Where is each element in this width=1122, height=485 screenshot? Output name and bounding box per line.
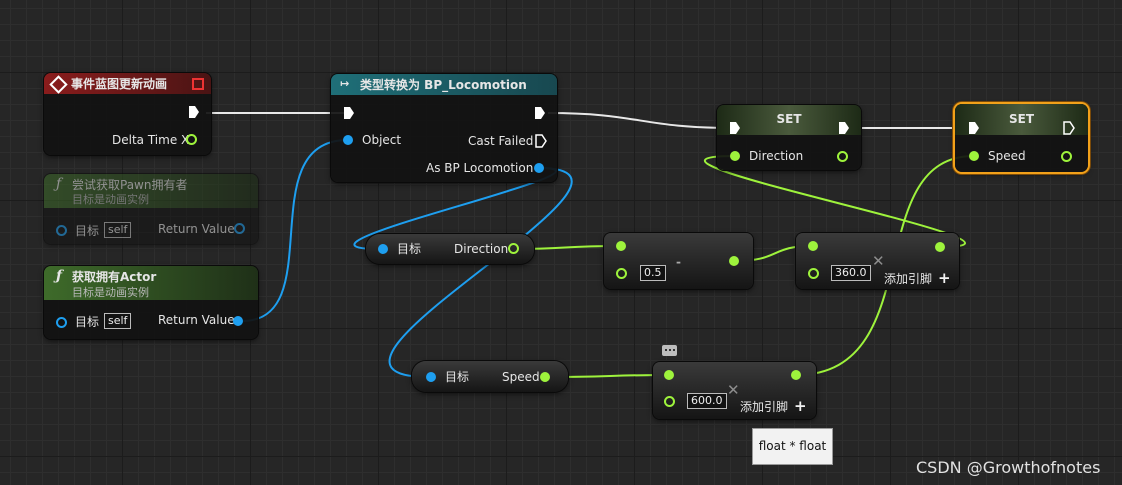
add-node[interactable]: 360.0 ✕ 添加引脚 +	[796, 233, 959, 289]
subtract-symbol: -	[676, 255, 681, 269]
event-blueprint-update-node[interactable]: 事件蓝图更新动画 Delta Time X	[44, 73, 211, 155]
set-direction-node[interactable]: SET Direction	[717, 105, 861, 170]
set-speed-exec-in[interactable]	[968, 121, 980, 135]
add-pin-plus-icon[interactable]: +	[938, 269, 951, 287]
get-actor-return-pin[interactable]	[233, 316, 243, 326]
set-direction-out-pin[interactable]	[837, 151, 848, 162]
exec-wire-cast-set	[547, 112, 735, 129]
set-speed-exec-out[interactable]	[1063, 121, 1075, 135]
get-speed-out-pin[interactable]	[540, 372, 550, 382]
cast-node-title: 类型转换为 BP_Locomotion	[360, 78, 527, 92]
add-out-pin[interactable]	[935, 242, 945, 252]
set-direction-in-pin[interactable]	[730, 151, 740, 161]
function-f-icon: ƒ	[56, 268, 63, 284]
event-close-icon	[192, 78, 204, 90]
subtract-in-a-pin[interactable]	[616, 241, 626, 251]
subtract-value-box[interactable]: 0.5	[640, 265, 666, 281]
get-actor-target-label: 目标	[75, 315, 100, 329]
set-speed-label: Speed	[988, 149, 1026, 163]
get-actor-self-box[interactable]: self	[104, 313, 132, 329]
get-actor-subtitle: 目标是动画实例	[72, 286, 149, 299]
diamond-event-icon	[49, 75, 68, 94]
set-direction-label: Direction	[749, 149, 804, 163]
get-direction-out-pin[interactable]	[508, 243, 519, 254]
get-actor-title: 获取拥有Actor	[72, 270, 157, 284]
get-direction-out-label: Direction	[454, 242, 509, 256]
object-wire-cast-speed	[388, 167, 573, 379]
cast-exec-in-pin[interactable]	[343, 106, 355, 120]
try-pawn-return-pin[interactable]	[234, 223, 245, 234]
tooltip: float * float	[752, 428, 833, 465]
set-direction-exec-out[interactable]	[838, 121, 850, 135]
cast-exec-out-pin[interactable]	[534, 106, 546, 120]
delta-time-label: Delta Time X	[112, 133, 190, 147]
get-speed-node[interactable]: 目标 Speed	[412, 361, 568, 392]
multiply-remove-pin-x-icon[interactable]: ✕	[727, 381, 740, 399]
try-pawn-self-box[interactable]: self	[104, 222, 132, 238]
multiply-in-b-pin[interactable]	[664, 396, 675, 407]
cast-object-pin[interactable]	[343, 135, 353, 145]
subtract-in-b-pin[interactable]	[616, 268, 627, 279]
get-speed-out-label: Speed	[502, 370, 540, 384]
set-direction-exec-in[interactable]	[729, 121, 741, 135]
try-pawn-target-label: 目标	[75, 224, 100, 238]
get-direction-target-label: 目标	[397, 242, 422, 256]
set-speed-out-pin[interactable]	[1061, 151, 1072, 162]
subtract-node[interactable]: 0.5 -	[604, 233, 753, 289]
cast-failed-exec-pin[interactable]	[535, 134, 547, 148]
add-in-a-pin[interactable]	[808, 241, 818, 251]
exec-out-pin[interactable]	[188, 105, 200, 119]
cast-as-pin[interactable]	[534, 163, 544, 173]
set-speed-node[interactable]: SET Speed	[955, 104, 1088, 172]
set-speed-title: SET	[1008, 112, 1035, 126]
add-in-b-pin[interactable]	[808, 268, 819, 279]
multiply-pin-label: 添加引脚	[740, 400, 789, 414]
cast-failed-label: Cast Failed	[468, 134, 534, 148]
try-pawn-target-pin[interactable]	[56, 225, 67, 236]
watermark: CSDN @Growthofnotes	[916, 458, 1101, 477]
set-speed-in-pin[interactable]	[969, 151, 979, 161]
cast-arrow-icon: ↦	[340, 77, 350, 90]
try-pawn-title: 尝试获取Pawn拥有者	[72, 178, 188, 192]
event-node-header[interactable]: 事件蓝图更新动画	[44, 73, 211, 94]
cast-object-label: Object	[362, 133, 402, 147]
tooltip-text: float * float	[758, 439, 827, 453]
add-pin-label: 添加引脚	[884, 272, 933, 286]
event-node-title: 事件蓝图更新动画	[71, 77, 168, 91]
multiply-in-a-pin[interactable]	[664, 370, 674, 380]
try-get-pawn-owner-node[interactable]: ƒ 尝试获取Pawn拥有者 目标是动画实例 目标 self Return Val…	[44, 174, 258, 244]
delta-time-pin[interactable]	[186, 134, 197, 145]
multiply-value-box[interactable]: 600.0	[687, 393, 727, 409]
get-direction-target-pin[interactable]	[378, 244, 388, 254]
multiply-out-pin[interactable]	[791, 370, 801, 380]
cast-as-label: As BP Locomotion	[426, 161, 534, 175]
multiply-pin-plus-icon[interactable]: +	[794, 397, 807, 415]
add-value-box[interactable]: 360.0	[831, 265, 871, 281]
function-f-icon: ƒ	[56, 176, 62, 192]
get-owning-actor-node[interactable]: ƒ 获取拥有Actor 目标是动画实例 目标 self Return Value	[44, 266, 258, 339]
subtract-out-pin[interactable]	[729, 256, 739, 266]
try-pawn-subtitle: 目标是动画实例	[72, 193, 149, 206]
get-speed-target-pin[interactable]	[426, 372, 436, 382]
get-actor-target-pin[interactable]	[56, 317, 67, 328]
try-pawn-return-label: Return Value	[158, 222, 235, 236]
set-direction-title: SET	[776, 112, 802, 126]
comment-bubble-icon[interactable]	[662, 345, 677, 356]
add-remove-pin-x-icon[interactable]: ✕	[872, 252, 885, 270]
multiply-node[interactable]: 600.0 ✕ 添加引脚 +	[653, 362, 816, 419]
get-direction-node[interactable]: 目标 Direction	[366, 234, 534, 264]
get-actor-return-label: Return Value	[158, 313, 235, 327]
get-speed-target-label: 目标	[445, 370, 470, 384]
cast-to-bp-locomotion-node[interactable]: ↦ 类型转换为 BP_Locomotion Object Cast Failed…	[331, 74, 557, 182]
